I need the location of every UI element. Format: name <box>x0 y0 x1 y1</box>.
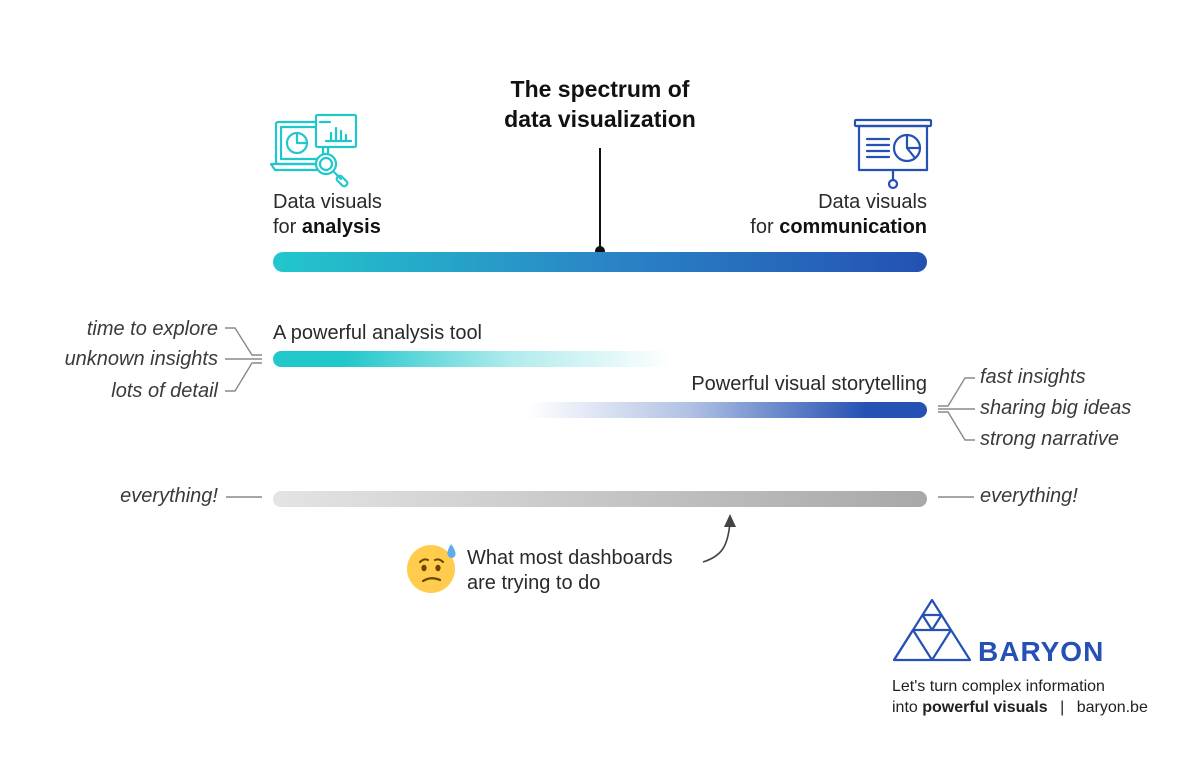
dashboard-annotation-line1: What most dashboards <box>467 547 673 569</box>
tagline-line1: Let's turn complex information <box>892 678 1105 695</box>
spectrum-left-line1: Data visuals <box>273 191 382 213</box>
annotation-arrow <box>702 521 731 563</box>
spectrum-bar <box>273 252 927 272</box>
analysis-tool-bar <box>273 351 673 367</box>
title-pointer-line <box>599 148 601 252</box>
analysis-trait-3: lots of detail <box>111 380 218 402</box>
storytelling-trait-3: strong narrative <box>980 428 1119 450</box>
annotation-arrow-head <box>724 514 736 527</box>
storytelling-bracket-3 <box>938 411 975 441</box>
analysis-bracket-3 <box>225 362 262 392</box>
spectrum-left-label: Data visuals for analysis <box>273 190 382 240</box>
tagline-bold: powerful visuals <box>922 699 1048 716</box>
analysis-bracket-1 <box>225 327 262 356</box>
analysis-trait-1: time to explore <box>86 318 218 340</box>
dashboard-annotation-line2: are trying to do <box>467 572 601 594</box>
analysis-tool-label: A powerful analysis tool <box>273 322 483 344</box>
dashboard-bar <box>273 491 927 507</box>
anxious-sweat-face-icon <box>407 544 456 593</box>
analysis-trait-2: unknown insights <box>64 348 218 370</box>
title-line-2: data visualization <box>504 106 696 132</box>
title-pointer-dot <box>595 246 605 256</box>
storytelling-bracket-1 <box>938 377 975 407</box>
spectrum-right-prefix: for <box>750 216 774 238</box>
brand-name: BARYON <box>978 636 1105 667</box>
brand-tagline: Let's turn complex information into powe… <box>892 676 1148 718</box>
storytelling-trait-1: fast insights <box>980 366 1086 388</box>
laptop-magnifier-chart-icon <box>270 113 358 188</box>
tagline-separator: | <box>1060 699 1065 716</box>
dashboard-right-label: everything! <box>980 485 1078 507</box>
page-title: The spectrum of data visualization <box>400 74 800 134</box>
spectrum-right-bold: communication <box>779 216 927 238</box>
storytelling-bar <box>527 402 927 418</box>
spectrum-right-label: Data visuals for communication <box>700 190 927 240</box>
dashboard-annotation: What most dashboards are trying to do <box>467 546 673 596</box>
storytelling-trait-2: sharing big ideas <box>980 397 1132 419</box>
spectrum-right-line1: Data visuals <box>818 191 927 213</box>
triangle-mountain-logo-icon <box>892 598 972 662</box>
spectrum-left-bold: analysis <box>301 216 381 238</box>
spectrum-left-prefix: for <box>273 216 297 238</box>
tagline-prefix: into <box>892 699 918 716</box>
website-link[interactable]: baryon.be <box>1076 699 1148 716</box>
presentation-board-pie-icon <box>853 118 933 190</box>
storytelling-label: Powerful visual storytelling <box>691 373 927 395</box>
dashboard-left-label: everything! <box>120 485 218 507</box>
title-line-1: The spectrum of <box>510 76 690 102</box>
